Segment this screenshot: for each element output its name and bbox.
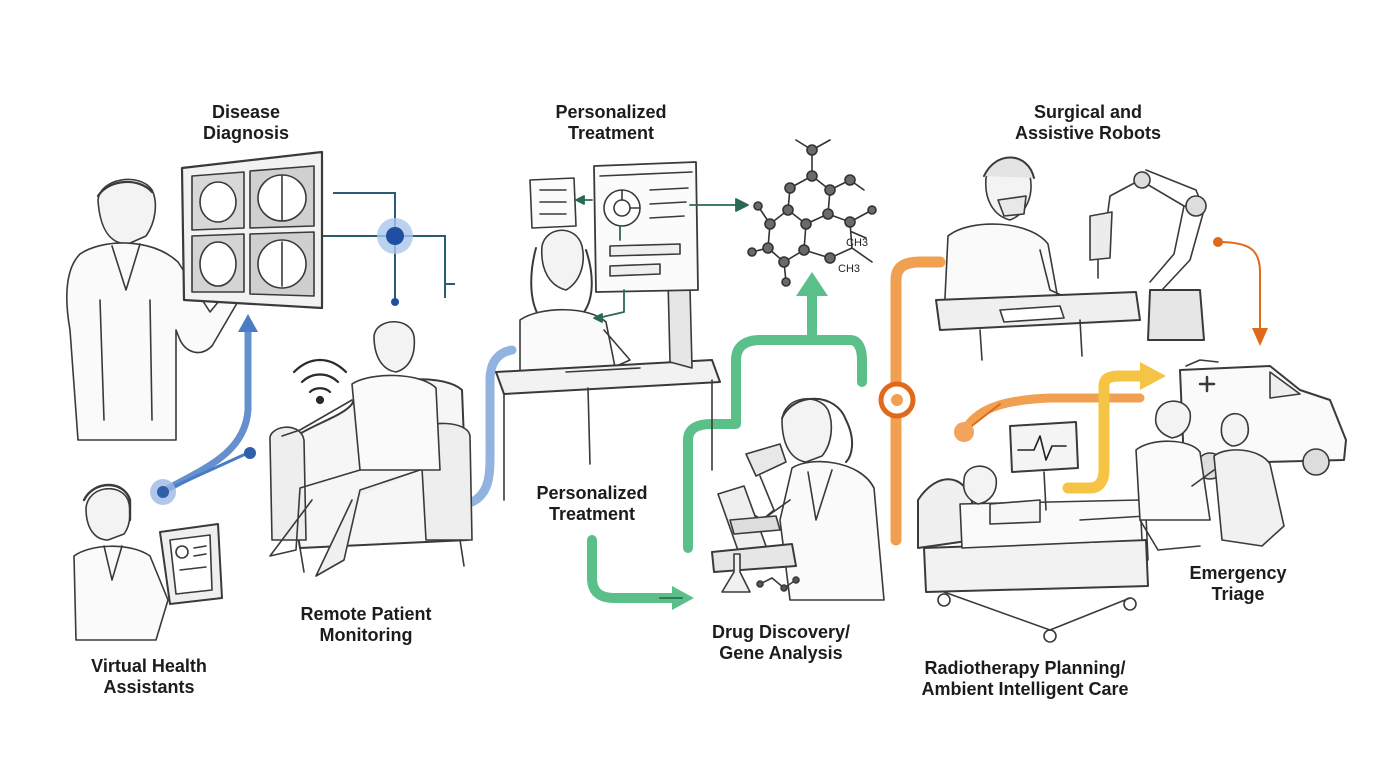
tablet-icon: [159, 523, 223, 605]
green-connector: [587, 272, 867, 610]
flask-icon: [721, 553, 800, 593]
label-drug-discovery: Drug Discovery/Gene Analysis: [711, 622, 851, 663]
bed-patient: [962, 465, 1041, 525]
molecule-group-2: CH3: [838, 263, 860, 275]
dashboard-panel: [529, 161, 699, 293]
scientist-figure: [749, 397, 885, 601]
molecule-icon: [747, 139, 877, 287]
blue-connector: [150, 314, 258, 505]
microscope-icon: [711, 443, 797, 573]
desk-worker-figure: [519, 229, 631, 373]
wifi-icon: [292, 359, 348, 405]
patient-figure: [269, 321, 441, 577]
blue-link-monitoring: [467, 345, 517, 507]
heart-monitor-icon: [1009, 421, 1079, 511]
molecule-group-1: CH3: [846, 237, 868, 249]
teal-connector: [320, 192, 455, 306]
assistant-figure: [73, 483, 169, 641]
operating-table: [935, 291, 1141, 361]
desk-icon: [495, 279, 721, 501]
surgeon-figure: [943, 156, 1073, 319]
label-radiotherapy: Radiotherapy Planning/Ambient Intelligen…: [921, 658, 1129, 699]
yellow-connector: [1062, 362, 1166, 494]
dashboard-arrows: [575, 195, 749, 323]
robot-arm-icon: [1089, 169, 1207, 341]
triage-figures: [1135, 400, 1285, 551]
monitor-icon: [180, 150, 324, 310]
orange-connector: [878, 237, 1268, 546]
